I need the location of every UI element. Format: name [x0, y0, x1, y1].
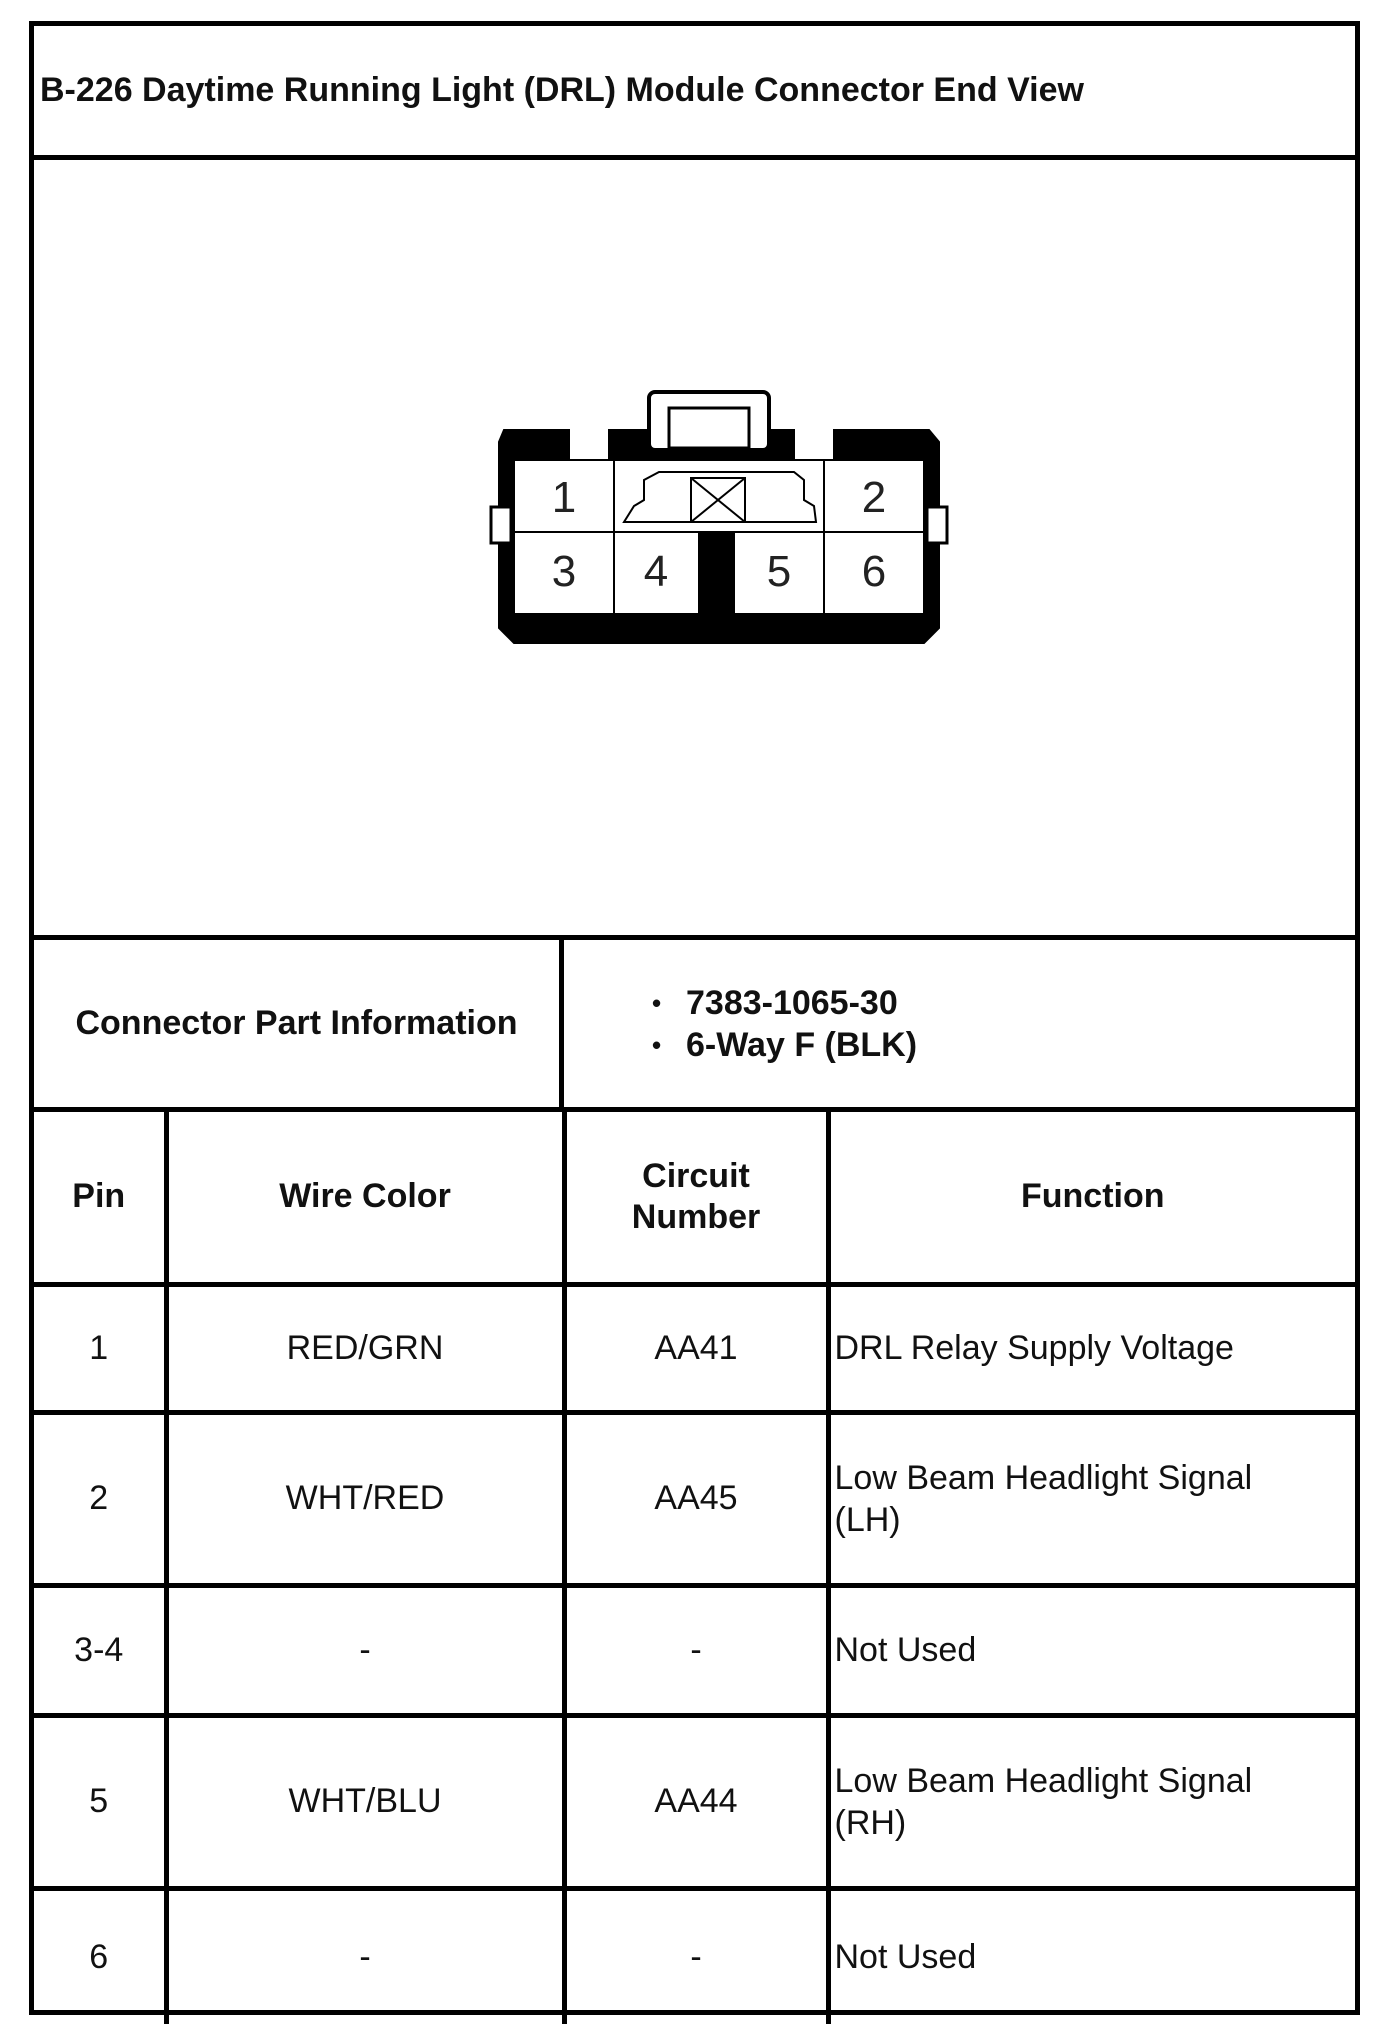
- part-info-list: • 7383-1065-30 • 6-Way F (BLK): [564, 940, 1355, 1107]
- header-wire-color: Wire Color: [163, 1112, 567, 1287]
- connector-latch-inner: [667, 406, 751, 450]
- connector-sheet: B-226 Daytime Running Light (DRL) Module…: [29, 21, 1360, 2024]
- cell-function: Not Used: [825, 1885, 1355, 2024]
- header-pin: Pin: [34, 1112, 169, 1287]
- cavity-2-box: [823, 459, 925, 533]
- cavity-label-2: 2: [862, 473, 886, 522]
- cavity-label-6: 6: [862, 547, 886, 596]
- table-row: 1 RED/GRN AA41 DRL Relay Supply Voltage: [34, 1281, 1355, 1415]
- left-side-tab: [489, 505, 513, 545]
- part-info-item: • 7383-1065-30: [652, 982, 1355, 1024]
- cell-circuit: -: [561, 1582, 831, 1718]
- cell-wire-color: WHT/RED: [163, 1409, 567, 1588]
- connector-type: 6-Way F (BLK): [686, 1025, 918, 1064]
- cavity-label-3: 3: [552, 547, 576, 596]
- function-line1: Low Beam Headlight Signal: [834, 1761, 1253, 1800]
- cell-circuit: -: [561, 1885, 831, 2024]
- cell-circuit: AA45: [561, 1409, 831, 1588]
- center-slot: [699, 560, 734, 614]
- right-side-tab: [925, 505, 949, 545]
- header-function: Function: [825, 1112, 1355, 1287]
- part-number: 7383-1065-30: [686, 983, 898, 1022]
- page-title: B-226 Daytime Running Light (DRL) Module…: [40, 71, 1084, 109]
- function-line1: Not Used: [834, 1631, 977, 1669]
- cell-function: DRL Relay Supply Voltage: [825, 1281, 1355, 1415]
- table-header-row: Pin Wire Color Circuit Number Function: [34, 1112, 1355, 1287]
- header-circuit-number: Circuit Number: [561, 1112, 831, 1287]
- cavity-6-box: [823, 531, 925, 615]
- cell-pin: 6: [34, 1885, 169, 2024]
- cell-function: Low Beam Headlight Signal (RH): [825, 1712, 1355, 1891]
- center-key-x2: [690, 477, 746, 523]
- function-line2: (RH): [834, 1803, 907, 1842]
- cavity-label-5: 5: [767, 547, 791, 596]
- function-line1: Not Used: [834, 1938, 977, 1977]
- cell-pin: 2: [34, 1409, 169, 1588]
- function-line2: (LH): [834, 1500, 901, 1539]
- connector-diagram-area: 1 2 3 4 5 6: [34, 160, 1355, 940]
- cell-pin: 1: [34, 1281, 169, 1415]
- cell-pin: 3-4: [34, 1582, 169, 1718]
- table-row: 5 WHT/BLU AA44 Low Beam Headlight Signal…: [34, 1712, 1355, 1891]
- cell-pin: 5: [34, 1712, 169, 1891]
- cell-wire-color: -: [163, 1885, 567, 2024]
- table-row: 3-4 - - Not Used: [34, 1582, 1355, 1718]
- cavity-label-4: 4: [644, 547, 668, 596]
- part-info-item: • 6-Way F (BLK): [652, 1024, 1355, 1066]
- title-row: B-226 Daytime Running Light (DRL) Module…: [34, 26, 1355, 160]
- connector-part-info-row: Connector Part Information • 7383-1065-3…: [34, 940, 1355, 1112]
- function-line1: DRL Relay Supply Voltage: [834, 1329, 1234, 1367]
- cell-circuit: AA44: [561, 1712, 831, 1891]
- cavity-4-box: [613, 531, 700, 615]
- connector-end-view-diagram: 1 2 3 4 5 6: [489, 390, 949, 644]
- bullet-icon: •: [652, 1029, 662, 1060]
- function-line1: Low Beam Headlight Signal: [834, 1458, 1253, 1497]
- cell-circuit: AA41: [561, 1281, 831, 1415]
- cell-function: Low Beam Headlight Signal (LH): [825, 1409, 1355, 1588]
- cell-function: Not Used: [825, 1582, 1355, 1718]
- cavity-5-box: [733, 531, 825, 615]
- cavity-label-1: 1: [552, 473, 576, 522]
- cell-wire-color: WHT/BLU: [163, 1712, 567, 1891]
- pinout-table: Pin Wire Color Circuit Number Function 1…: [34, 1112, 1355, 2024]
- header-circuit-line1: Circuit: [642, 1156, 750, 1195]
- header-circuit-line2: Number: [631, 1197, 761, 1236]
- table-row: 2 WHT/RED AA45 Low Beam Headlight Signal…: [34, 1409, 1355, 1588]
- part-info-label: Connector Part Information: [34, 940, 564, 1107]
- cell-wire-color: -: [163, 1582, 567, 1718]
- cell-wire-color: RED/GRN: [163, 1281, 567, 1415]
- cavity-3-box: [513, 531, 615, 615]
- bullet-icon: •: [652, 987, 662, 1018]
- table-row: 6 - - Not Used: [34, 1885, 1355, 2024]
